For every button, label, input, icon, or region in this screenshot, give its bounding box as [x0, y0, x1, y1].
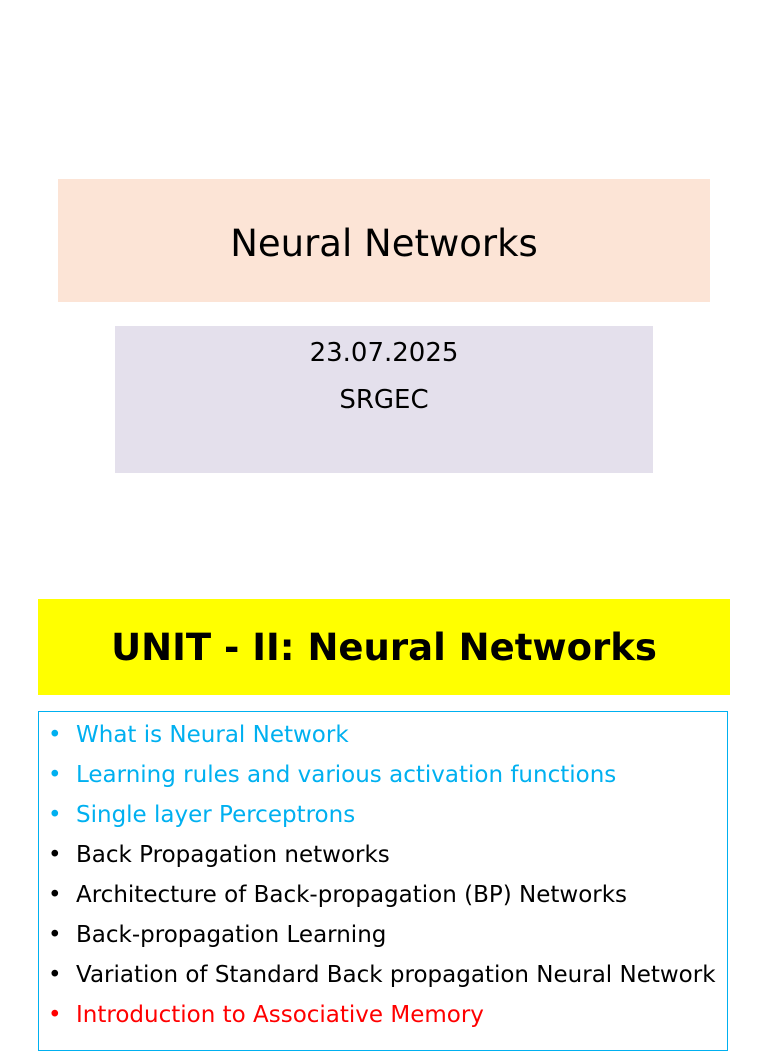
subtitle-box: 23.07.2025 SRGEC [115, 326, 653, 473]
topic-text: Learning rules and various activation fu… [76, 762, 617, 788]
bullet-icon: • [48, 1002, 62, 1028]
slide-title: Neural Networks [230, 222, 538, 265]
topic-text: Back-propagation Learning [76, 922, 387, 948]
bullet-icon: • [48, 722, 62, 748]
bullet-icon: • [48, 922, 62, 948]
topic-text: Back Propagation networks [76, 842, 390, 868]
topic-text: Single layer Perceptrons [76, 802, 356, 828]
topic-item: • Back-propagation Learning [39, 915, 727, 955]
topic-list-box: • What is Neural Network • Learning rule… [38, 711, 728, 1051]
topic-text: Variation of Standard Back propagation N… [76, 962, 716, 988]
slide-institution: SRGEC [339, 385, 429, 415]
bullet-icon: • [48, 962, 62, 988]
topic-item: • Architecture of Back-propagation (BP) … [39, 875, 727, 915]
topic-item: • Single layer Perceptrons [39, 795, 727, 835]
topic-text: Introduction to Associative Memory [76, 1002, 484, 1028]
bullet-icon: • [48, 802, 62, 828]
topic-item: • Back Propagation networks [39, 835, 727, 875]
topic-text: What is Neural Network [76, 722, 349, 748]
topic-item: • What is Neural Network [39, 715, 727, 755]
topic-list: • What is Neural Network • Learning rule… [39, 712, 727, 1035]
topic-item: • Variation of Standard Back propagation… [39, 955, 727, 995]
topic-text: Architecture of Back-propagation (BP) Ne… [76, 882, 628, 908]
slide-date: 23.07.2025 [309, 338, 459, 368]
bullet-icon: • [48, 762, 62, 788]
topic-item: • Learning rules and various activation … [39, 755, 727, 795]
bullet-icon: • [48, 842, 62, 868]
topic-item: • Introduction to Associative Memory [39, 995, 727, 1035]
bullet-icon: • [48, 882, 62, 908]
title-box: Neural Networks [58, 179, 710, 302]
unit-heading: UNIT - II: Neural Networks [111, 625, 657, 669]
unit-heading-box: UNIT - II: Neural Networks [38, 599, 730, 695]
